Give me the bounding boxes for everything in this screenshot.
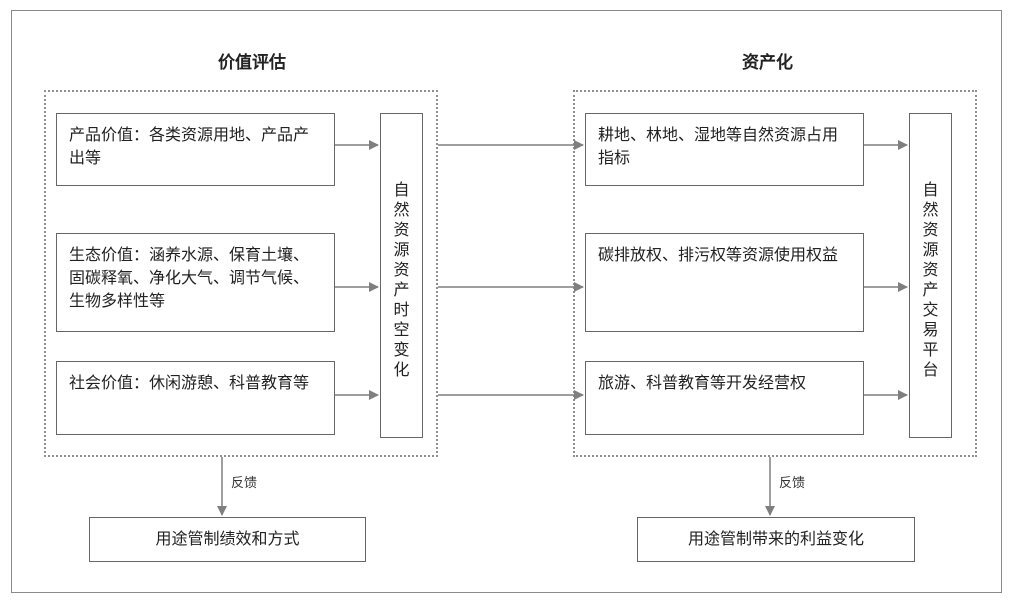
valuation-group xyxy=(44,90,438,457)
trading-platform-box: 自然资源资产交易平台 xyxy=(909,113,952,438)
operation-rights-box: 旅游、科普教育等开发经营权 xyxy=(585,361,864,435)
emission-rights-text: 碳排放权、排污权等资源使用权益 xyxy=(598,245,839,264)
capitalization-output-text: 用途管制带来的利益变化 xyxy=(687,529,864,548)
valuation-output-box: 用途管制绩效和方式 xyxy=(89,517,366,562)
product-value-box: 产品价值：各类资源用地、产品产出等 xyxy=(56,113,335,186)
valuation-title: 价值评估 xyxy=(218,53,286,73)
trading-platform-text: 自然资源资产交易平台 xyxy=(922,180,939,379)
land-quota-text: 耕地、林地、湿地等自然资源占用指标 xyxy=(598,125,839,167)
capitalization-feedback-label: 反馈 xyxy=(779,476,806,491)
capitalization-title: 资产化 xyxy=(742,53,793,73)
social-value-text: 社会价值：休闲游憩、科普教育等 xyxy=(69,373,310,392)
emission-rights-box: 碳排放权、排污权等资源使用权益 xyxy=(585,233,864,332)
valuation-output-text: 用途管制绩效和方式 xyxy=(155,529,300,548)
social-value-box: 社会价值：休闲游憩、科普教育等 xyxy=(56,361,335,435)
valuation-feedback-label: 反馈 xyxy=(231,476,258,491)
ecological-value-box: 生态价值：涵养水源、保育土壤、固碳释氧、净化大气、调节气候、生物多样性等 xyxy=(56,233,335,332)
land-quota-box: 耕地、林地、湿地等自然资源占用指标 xyxy=(585,113,864,186)
diagram-frame xyxy=(11,10,1002,593)
capitalization-group xyxy=(573,90,977,457)
operation-rights-text: 旅游、科普教育等开发经营权 xyxy=(598,373,807,392)
spatiotemporal-change-box: 自然资源资产时空变化 xyxy=(380,113,423,438)
product-value-text: 产品价值：各类资源用地、产品产出等 xyxy=(69,125,310,167)
ecological-value-text: 生态价值：涵养水源、保育土壤、固碳释氧、净化大气、调节气候、生物多样性等 xyxy=(69,245,310,310)
spatiotemporal-change-text: 自然资源资产时空变化 xyxy=(393,180,410,379)
capitalization-output-box: 用途管制带来的利益变化 xyxy=(637,517,915,562)
